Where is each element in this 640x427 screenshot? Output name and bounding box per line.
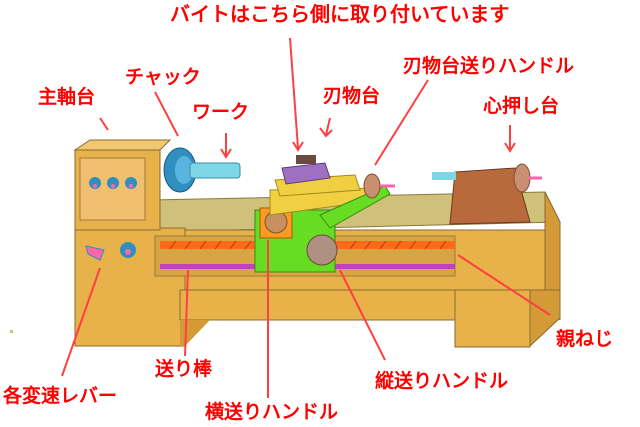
label-tool-note: バイトはこちら側に取り付いています	[170, 2, 510, 26]
label-chuck: チャック	[125, 66, 201, 88]
headstock-front-panel	[79, 157, 146, 221]
workpiece	[189, 162, 241, 179]
headstock-top	[73, 139, 172, 151]
tailstock-handwheel	[513, 163, 531, 193]
label-speed-levers: 各変速レバー	[3, 385, 118, 407]
tool-post	[281, 162, 331, 185]
tool-post-handwheel	[363, 173, 381, 199]
label-tailstock: 心押し台	[483, 95, 560, 117]
right-leg-bevel	[529, 289, 561, 348]
label-tool-post-handle: 刃物台送りハンドル	[403, 55, 575, 77]
label-longitudinal-handle: 縦送りハンドル	[375, 370, 509, 392]
label-work: ワーク	[192, 101, 250, 123]
label-lead-screw: 親ねじ	[556, 328, 614, 350]
left-leg-bevel	[180, 320, 210, 346]
speed-knobs	[85, 177, 137, 261]
tailstock	[449, 167, 531, 225]
bed-side	[544, 191, 561, 321]
label-tool-post: 刃物台	[323, 85, 381, 107]
label-feed-rod: 送り棒	[155, 358, 213, 380]
bed-underside	[179, 289, 471, 321]
leader-lines	[61, 37, 551, 398]
right-cabinet	[454, 289, 531, 348]
label-cross-handle: 横送りハンドル	[205, 401, 339, 423]
label-headstock: 主軸台	[38, 86, 96, 108]
longitudinal-handwheel	[306, 234, 338, 266]
